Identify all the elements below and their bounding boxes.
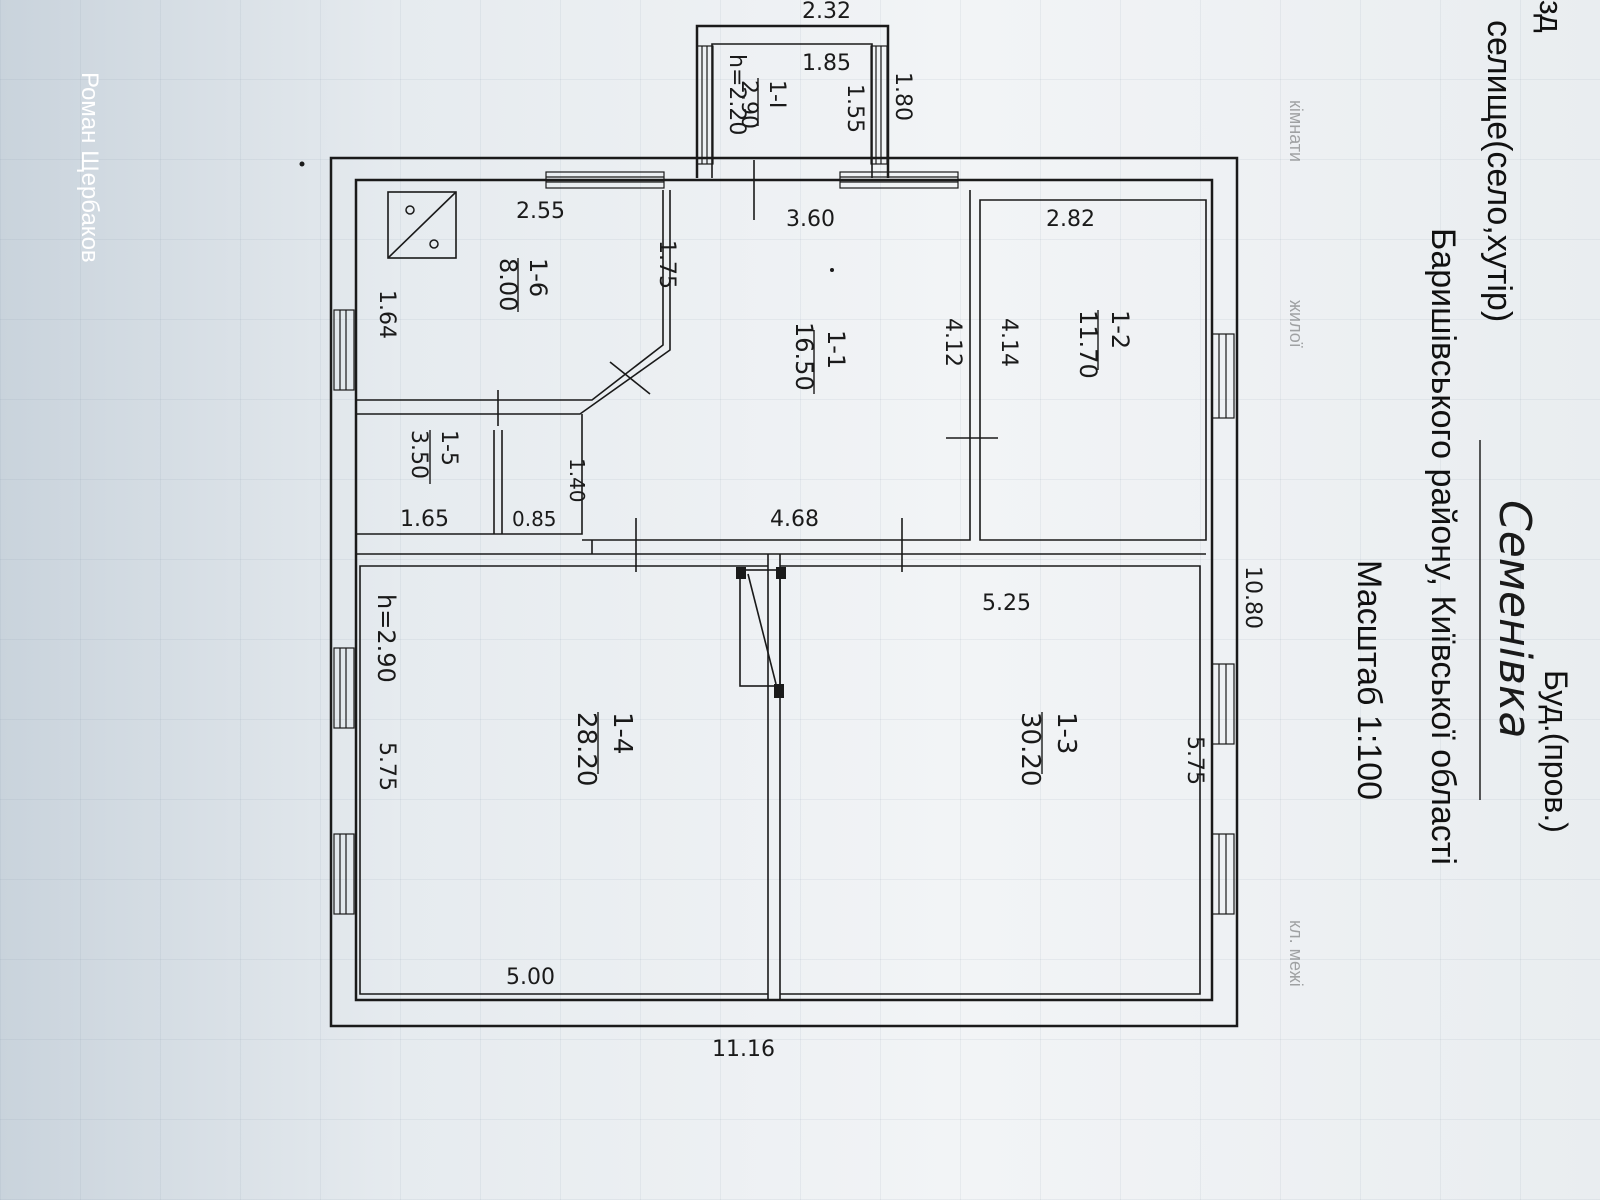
inner-wall-line [354,178,1214,1002]
settlement-type: селище(село,хутір) [1480,20,1518,322]
storage-wall [356,414,583,535]
watermark: Роман Щербаков [76,72,103,263]
window-top-kitchen [545,171,665,189]
dim-kitchen-depth: 1.75 [654,240,679,289]
kitchen-wall-2 [356,190,671,415]
dim-room2-depth: 4.14 [996,318,1021,367]
room-1-1-id: 1-1 [822,330,850,369]
dim-room4-height: h=2.90 [372,594,400,683]
bleed-text-2: жилої [1286,300,1306,348]
dim-storage-depth: 1.40 [565,458,589,503]
window-porch-left [696,45,714,165]
dim-kitchen-width: 2.55 [516,199,565,224]
dim-porch-inner: 1.85 [802,51,851,76]
dim-closet-width: 0.85 [512,507,557,531]
window-left-kitchen [333,309,355,391]
dim-room2-width: 2.82 [1046,207,1095,232]
bleed-through-text: кімнати жилої кл. межі [1286,100,1306,987]
hall-wall [582,190,971,541]
dim-room3-width: 5.25 [982,591,1031,616]
settlement-name: Семенівка [1489,500,1540,739]
room-labels: 1-I 2.90 1-6 8.00 1-1 16.50 1-2 11.70 1-… [406,78,1134,786]
room3-inner [780,565,1201,995]
dim-hall-depth: 4.12 [940,318,965,367]
dim-porch-height: h=2.20 [724,54,749,135]
dim-porch-outer: 2.32 [802,0,851,24]
room-1-I-id: 1-I [764,80,789,108]
dim-storage-width: 1.65 [400,507,449,532]
window-top-hall [839,171,959,189]
dim-room3-depth: 5.75 [1182,736,1207,785]
scale-label: Масштаб 1:100 [1350,560,1388,800]
dim-overall-length: 11.16 [712,1037,775,1062]
bleed-text-3: кл. межі [1286,920,1306,987]
room-1-5-id: 1-5 [436,430,461,466]
dim-room4-depth: 5.75 [374,742,399,791]
room-1-2-id: 1-2 [1106,310,1134,349]
kitchen-wall [356,190,664,401]
room-1-5-area: 3.50 [406,430,431,479]
dim-porch-depth-inner: 1.55 [842,84,867,133]
top-fragment-right: Буд.(пров.) [1538,670,1574,833]
door-marks [497,160,998,572]
window-right-room2 [1211,333,1235,419]
kitchen-stove [387,191,457,259]
window-left-room4-b [333,833,355,915]
porch-inner [711,43,873,178]
room-1-3-id: 1-3 [1051,712,1081,754]
dim-kitchen-side: 1.64 [374,290,399,339]
dimension-labels: 2.32 1.85 1.80 1.55 h=2.20 2.55 1.75 1.6… [372,0,1265,1062]
room2-wall [979,199,1207,541]
room-1-4-area: 28.20 [571,712,601,786]
room-1-6-area: 8.00 [494,258,522,311]
stove [739,569,781,687]
dim-porch-depth-outer: 1.80 [890,72,915,121]
room-1-4-id: 1-4 [607,712,637,754]
room-1-2-area: 11.70 [1074,310,1102,379]
window-right-room3-a [1211,663,1235,745]
dim-corridor: 4.68 [770,507,819,532]
windows [333,45,1235,915]
room-1-1-area: 16.50 [790,322,818,391]
bleed-text-1: кімнати [1286,100,1306,162]
dim-room4-width: 5.00 [506,965,555,990]
room-1-I-area: 2.90 [736,80,761,129]
window-right-room3-b [1211,833,1235,915]
window-left-room4-a [333,647,355,729]
window-porch-right [870,45,888,165]
outer-wall [329,156,1239,1028]
room-1-6-id: 1-6 [524,258,552,297]
district-line: Баришівського району, Київської області [1424,228,1462,865]
top-fragment-left: зд [1533,0,1569,33]
room-1-3-area: 30.20 [1015,712,1045,786]
dim-overall-depth: 10.80 [1240,566,1265,629]
dim-hall-width: 3.60 [786,207,835,232]
room4-inner [359,565,768,995]
